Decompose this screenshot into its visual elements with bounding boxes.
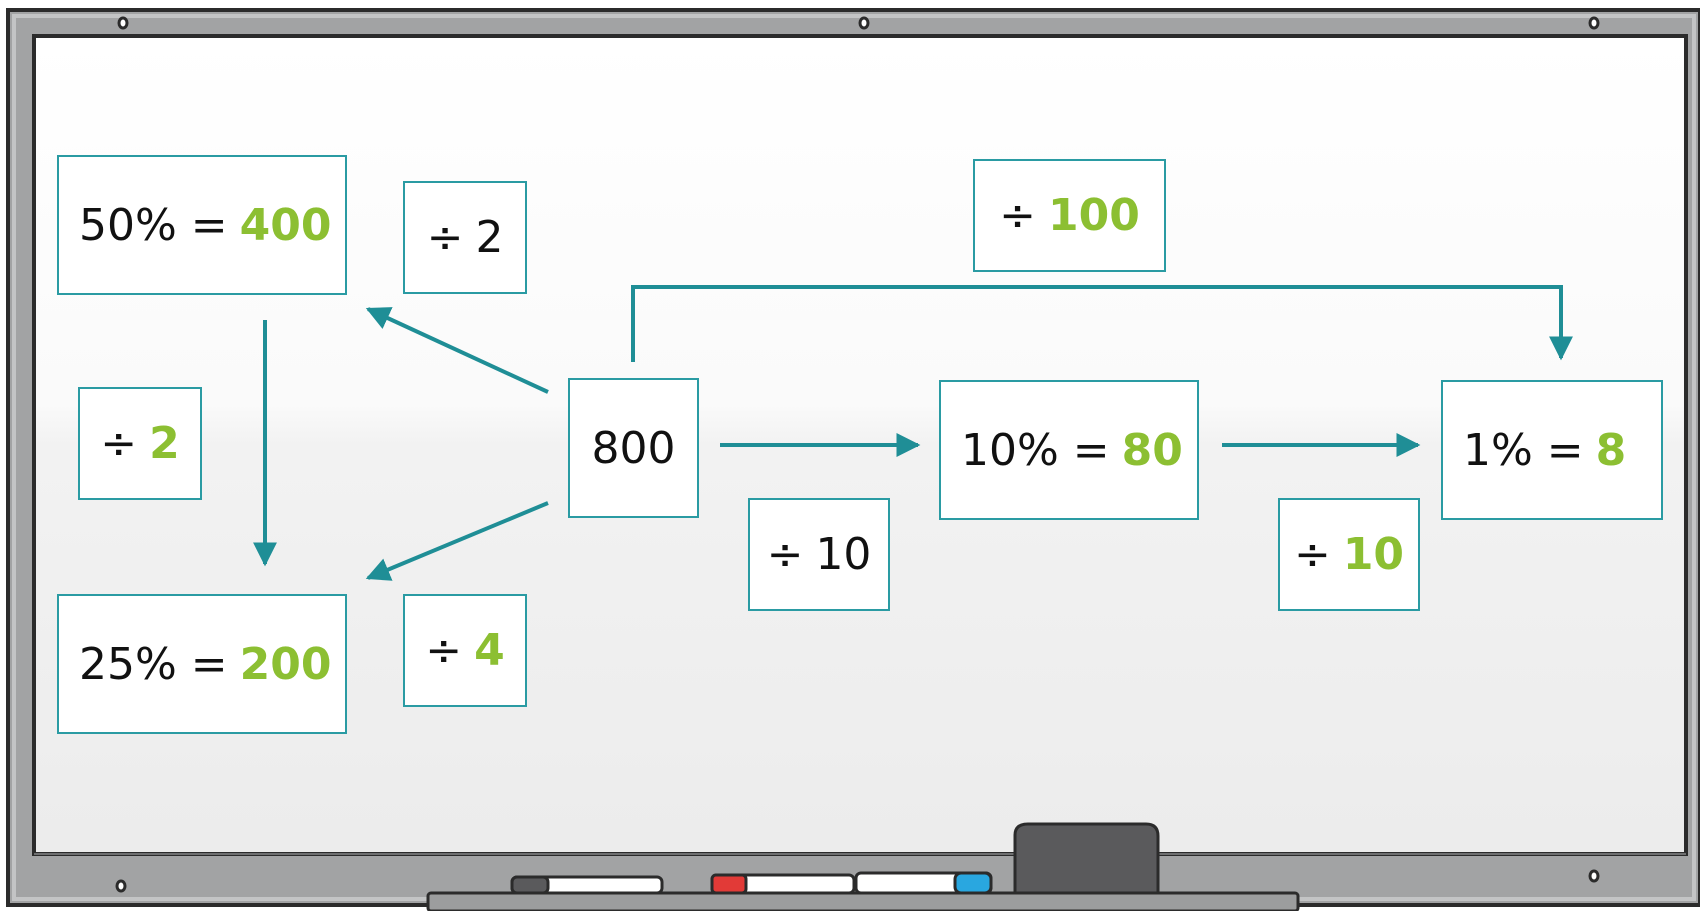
node-label: 1% = bbox=[1463, 424, 1584, 476]
node-10-percent: 10% =80 bbox=[939, 380, 1199, 520]
divide-icon: ÷ bbox=[999, 190, 1036, 241]
op-value: 10 bbox=[815, 529, 872, 580]
start-value: 800 bbox=[591, 422, 676, 474]
divide-icon: ÷ bbox=[426, 212, 464, 263]
op-divide-100: ÷100 bbox=[973, 159, 1166, 272]
node-answer: 8 bbox=[1595, 424, 1627, 476]
screw-icon bbox=[115, 16, 1600, 893]
marker-icon bbox=[510, 871, 993, 895]
op-answer: 2 bbox=[149, 418, 180, 469]
divide-icon: ÷ bbox=[425, 625, 463, 676]
node-answer: 400 bbox=[239, 199, 332, 251]
op-answer: 10 bbox=[1342, 529, 1405, 580]
divide-icon: ÷ bbox=[766, 529, 804, 580]
op-divide-4: ÷4 bbox=[403, 594, 527, 707]
op-divide-10-first: ÷10 bbox=[748, 498, 890, 611]
node-25-percent: 25% =200 bbox=[57, 594, 347, 734]
divide-icon: ÷ bbox=[1293, 529, 1331, 580]
node-label: 25% = bbox=[79, 638, 228, 690]
op-value: 2 bbox=[475, 212, 504, 263]
node-start-800: 800 bbox=[568, 378, 699, 518]
node-50-percent: 50% =400 bbox=[57, 155, 347, 295]
eraser-icon bbox=[1013, 822, 1160, 895]
node-1-percent: 1% =8 bbox=[1441, 380, 1663, 520]
marker-tray bbox=[426, 891, 1300, 911]
node-label: 50% = bbox=[79, 199, 228, 251]
op-answer: 4 bbox=[474, 625, 505, 676]
op-divide-2-top: ÷2 bbox=[403, 181, 527, 294]
op-divide-2-side: ÷2 bbox=[78, 387, 202, 500]
op-divide-10-second: ÷10 bbox=[1278, 498, 1420, 611]
arrow-800-to-50 bbox=[365, 307, 549, 394]
node-answer: 200 bbox=[239, 638, 332, 690]
node-answer: 80 bbox=[1121, 424, 1183, 476]
arrow-800-to-25 bbox=[365, 501, 549, 581]
arrows bbox=[253, 285, 1573, 581]
node-label: 10% = bbox=[961, 424, 1110, 476]
arrow-800-to-1 bbox=[631, 285, 1573, 362]
divide-icon: ÷ bbox=[100, 418, 138, 469]
op-answer: 100 bbox=[1048, 190, 1140, 241]
